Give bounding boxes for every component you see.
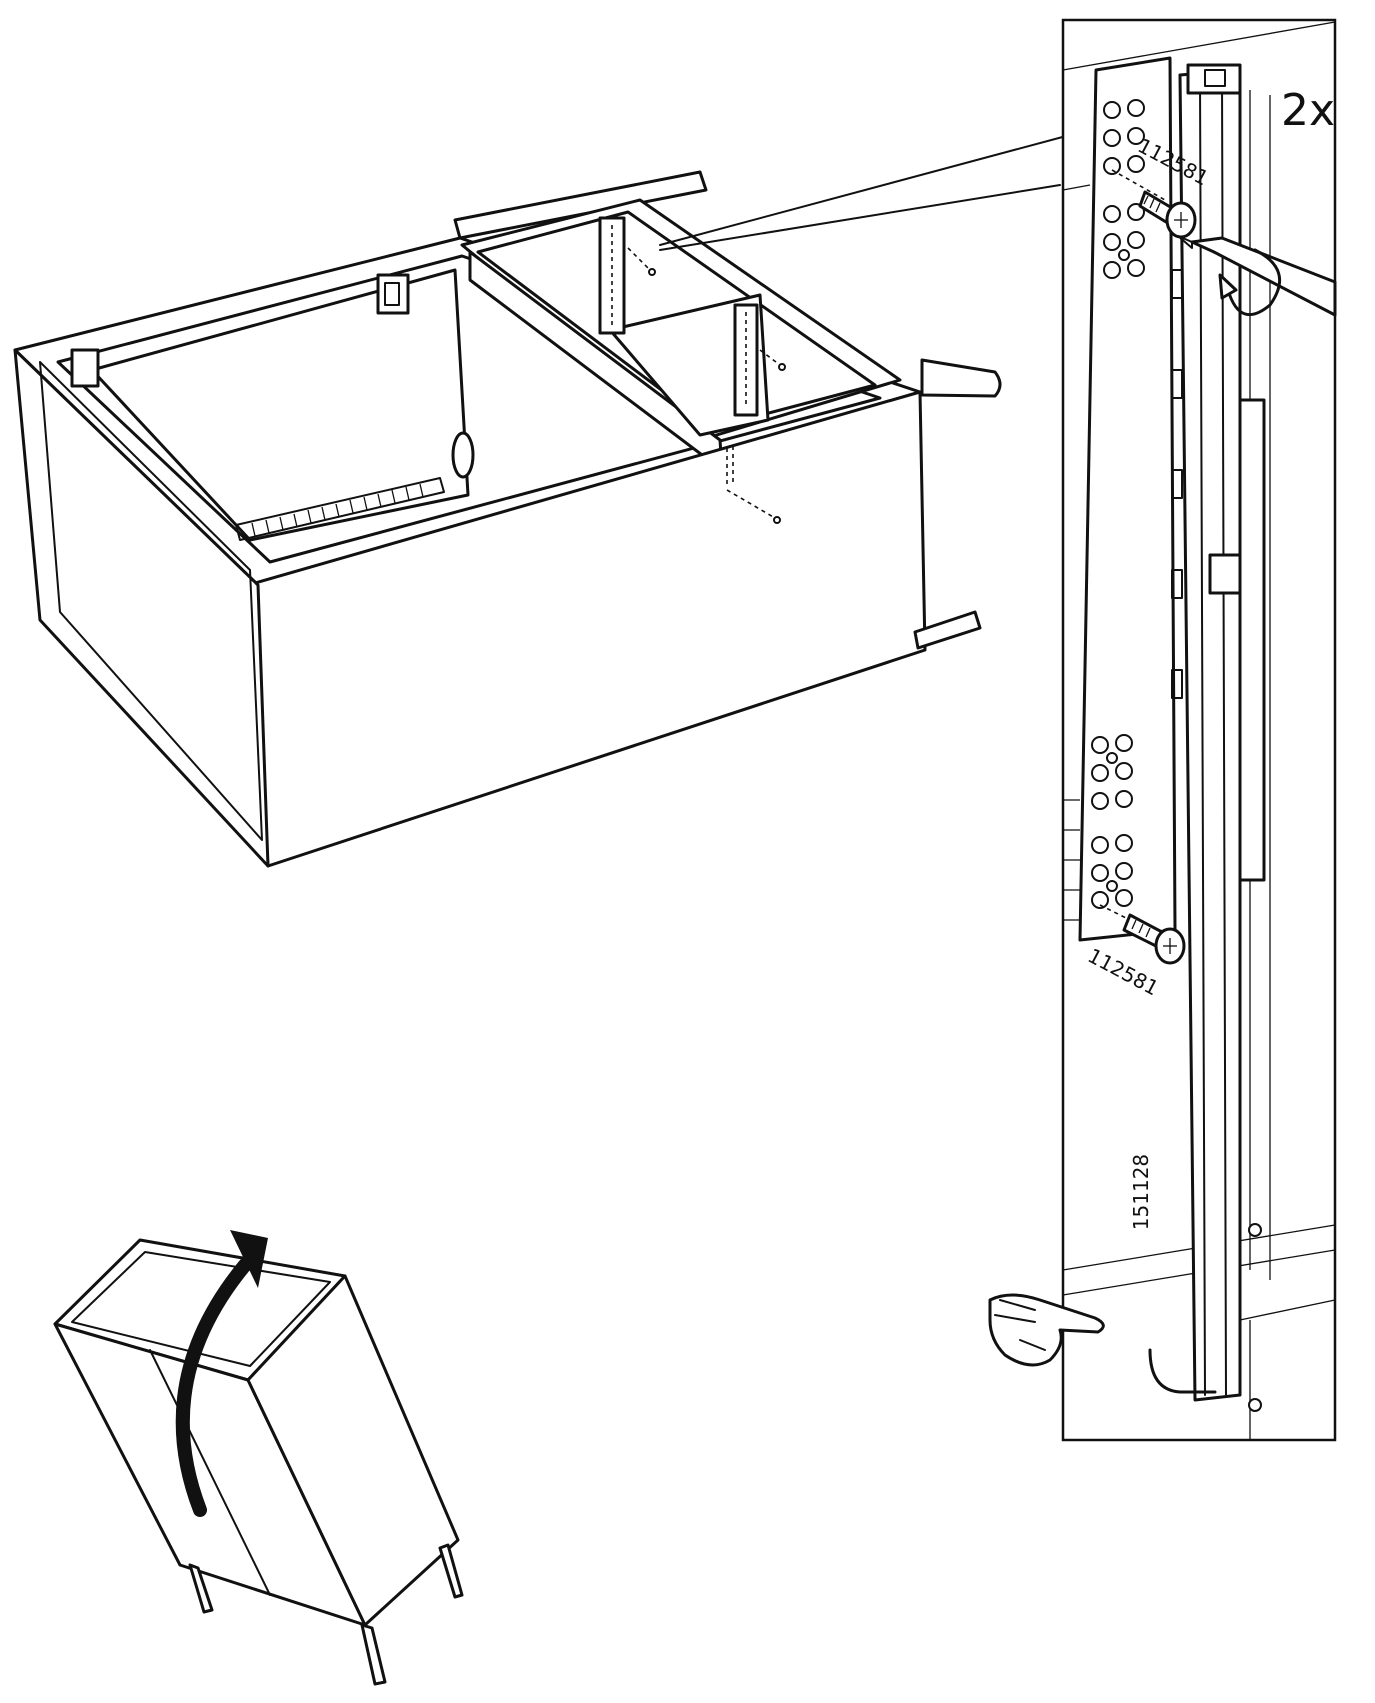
cabinet-leg	[188, 1563, 214, 1614]
rail-release-lever	[1148, 1348, 1217, 1394]
cabinet-leg	[360, 1623, 387, 1686]
screw-icon	[1111, 169, 1197, 239]
screw-icon	[1099, 904, 1186, 965]
mounting-plate-holes	[1091, 99, 1145, 909]
drawer-back-rail	[453, 170, 708, 240]
drawer-side-panel-inner	[39, 361, 263, 841]
curved-arrow-icon	[175, 1230, 268, 1517]
cabinet-leg	[438, 1543, 464, 1599]
drawer-front-rod-lower	[913, 610, 982, 650]
drawer-floor-strip	[235, 477, 445, 541]
drawer-illustration	[13, 170, 1002, 868]
drawer-bracket	[376, 273, 410, 315]
rotate-clockwise-icon	[1218, 248, 1281, 316]
rail-side-bar	[1238, 398, 1266, 882]
rail-slots	[1171, 269, 1183, 699]
drawer-rear-compartment-floor	[608, 293, 770, 437]
rail-end-cap	[1186, 63, 1242, 95]
drawer-front-rod-upper	[920, 358, 1002, 398]
drawer-side-panel	[13, 348, 270, 868]
tilted-cabinet-illustration	[53, 1238, 464, 1686]
drawer-floor-slots	[251, 483, 424, 537]
cabinet-side	[246, 1274, 460, 1627]
drawer-back-wall	[90, 268, 470, 542]
drawer-corner-bracket	[70, 348, 100, 388]
drawer-bracket-inner	[384, 282, 400, 306]
screwdriver-icon	[1177, 235, 1337, 317]
pointing-hand-icon	[988, 1293, 1105, 1367]
drawer-cable-hole	[451, 431, 475, 479]
rail-part-number: 151128	[1129, 1154, 1153, 1230]
detail-panel: 2x 112581 112581 151128	[988, 18, 1337, 1442]
quantity-label: 2x	[1281, 85, 1335, 136]
zoom-callout-lines	[659, 134, 1071, 251]
